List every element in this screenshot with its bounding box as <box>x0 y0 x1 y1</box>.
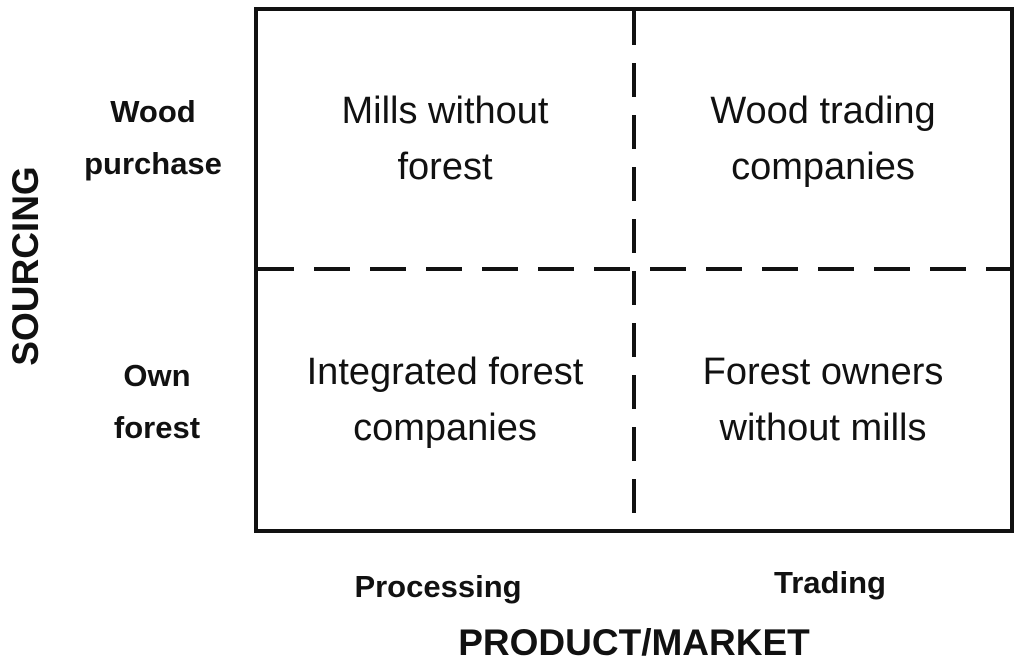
column-label-trading: Trading <box>774 565 886 600</box>
cell-forest-owners-without-mills: Forest owners without mills <box>702 351 944 449</box>
row-label-wood-purchase: Wood purchase <box>84 94 222 181</box>
x-axis-title: PRODUCT/MARKET <box>458 622 810 663</box>
cell-wood-trading-companies: Wood trading companies <box>710 90 936 188</box>
cell-mills-without-forest: Mills without forest <box>341 90 549 188</box>
cell-integrated-forest-companies: Integrated forest companies <box>306 351 584 449</box>
y-axis-title: SOURCING <box>5 166 46 366</box>
row-label-own-forest: Own forest <box>113 358 201 445</box>
matrix-frame <box>254 7 1014 533</box>
column-label-processing: Processing <box>354 569 522 604</box>
